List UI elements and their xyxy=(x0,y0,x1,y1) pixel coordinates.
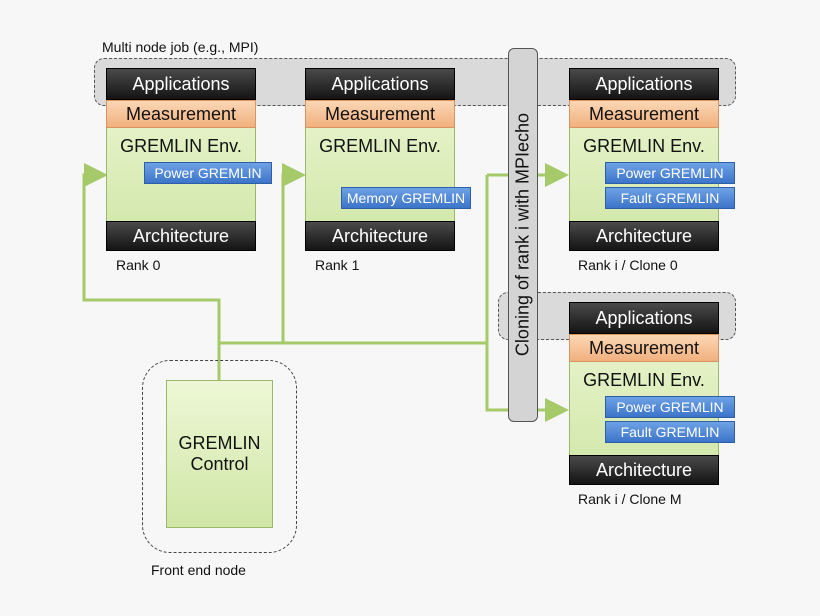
architecture-layer: Architecture xyxy=(569,221,719,251)
architecture-layer: Architecture xyxy=(305,221,455,251)
applications-layer: Applications xyxy=(569,302,719,334)
diagram-title: Multi node job (e.g., MPI) xyxy=(102,39,259,55)
clone-m-label: Rank i / Clone M xyxy=(578,491,682,507)
gremlin-env-label: GREMLIN Env. xyxy=(319,136,441,156)
applications-layer: Applications xyxy=(569,68,719,100)
cloning-label: Cloning of rank i with MPIecho xyxy=(512,112,533,357)
fault-gremlin: Fault GREMLIN xyxy=(605,421,735,443)
cloning-bar xyxy=(508,48,538,422)
rank-0-label: Rank 0 xyxy=(116,257,161,273)
gremlin-env-label: GREMLIN Env. xyxy=(120,136,242,156)
gremlin-env-label: GREMLIN Env. xyxy=(583,370,705,390)
gremlin-control: GREMLIN Control xyxy=(166,380,273,528)
control-line-2: Control xyxy=(190,454,249,474)
power-gremlin: Power GREMLIN xyxy=(605,162,735,184)
measurement-layer: Measurement xyxy=(305,100,455,128)
gremlin-env-label: GREMLIN Env. xyxy=(583,136,705,156)
front-end-label: Front end node xyxy=(151,562,246,578)
applications-layer: Applications xyxy=(305,68,455,100)
power-gremlin: Power GREMLIN xyxy=(605,396,735,418)
architecture-layer: Architecture xyxy=(106,221,256,251)
memory-gremlin: Memory GREMLIN xyxy=(341,187,471,209)
power-gremlin: Power GREMLIN xyxy=(144,162,272,184)
control-line-1: GREMLIN xyxy=(178,433,261,453)
measurement-layer: Measurement xyxy=(106,100,256,128)
measurement-layer: Measurement xyxy=(569,334,719,362)
rank-1-label: Rank 1 xyxy=(315,257,360,273)
front-end-node xyxy=(142,360,297,553)
applications-layer: Applications xyxy=(106,68,256,100)
architecture-layer: Architecture xyxy=(569,455,719,485)
fault-gremlin: Fault GREMLIN xyxy=(605,187,735,209)
clone-0-label: Rank i / Clone 0 xyxy=(578,257,678,273)
measurement-layer: Measurement xyxy=(569,100,719,128)
